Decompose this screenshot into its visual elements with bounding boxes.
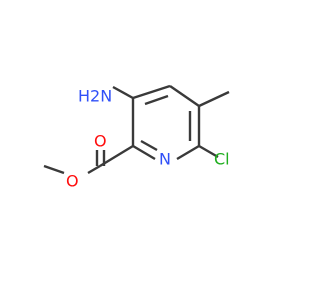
bond-ester-oxygen-methyl <box>43 164 65 175</box>
bond-c5-methyl <box>198 90 230 108</box>
chlorine-label: Cl <box>214 150 230 169</box>
bond-c2-carbonyl <box>99 144 134 168</box>
amino-group-label: H2N <box>78 87 112 106</box>
bond-c3-c4 <box>132 84 171 100</box>
bond-n1-c2 <box>132 144 156 161</box>
bonds <box>43 84 230 175</box>
molecule-structure-diagram: H2N N Cl O O <box>43 84 230 191</box>
bond-c3-amino <box>112 85 134 100</box>
atom-labels: H2N N Cl O O <box>66 87 230 191</box>
carbonyl-oxygen-label: O <box>94 132 107 151</box>
ester-oxygen-label: O <box>66 172 79 191</box>
bond-n1-c2-inner <box>140 139 158 152</box>
bond-c3-c4-inner <box>144 94 169 106</box>
bond-c6-chlorine <box>198 144 219 159</box>
bond-c4-c5 <box>169 85 200 107</box>
bond-c6-n1 <box>176 144 200 161</box>
ring-nitrogen-label: N <box>159 150 171 169</box>
bond-carbonyl-ester-oxygen <box>87 164 101 175</box>
